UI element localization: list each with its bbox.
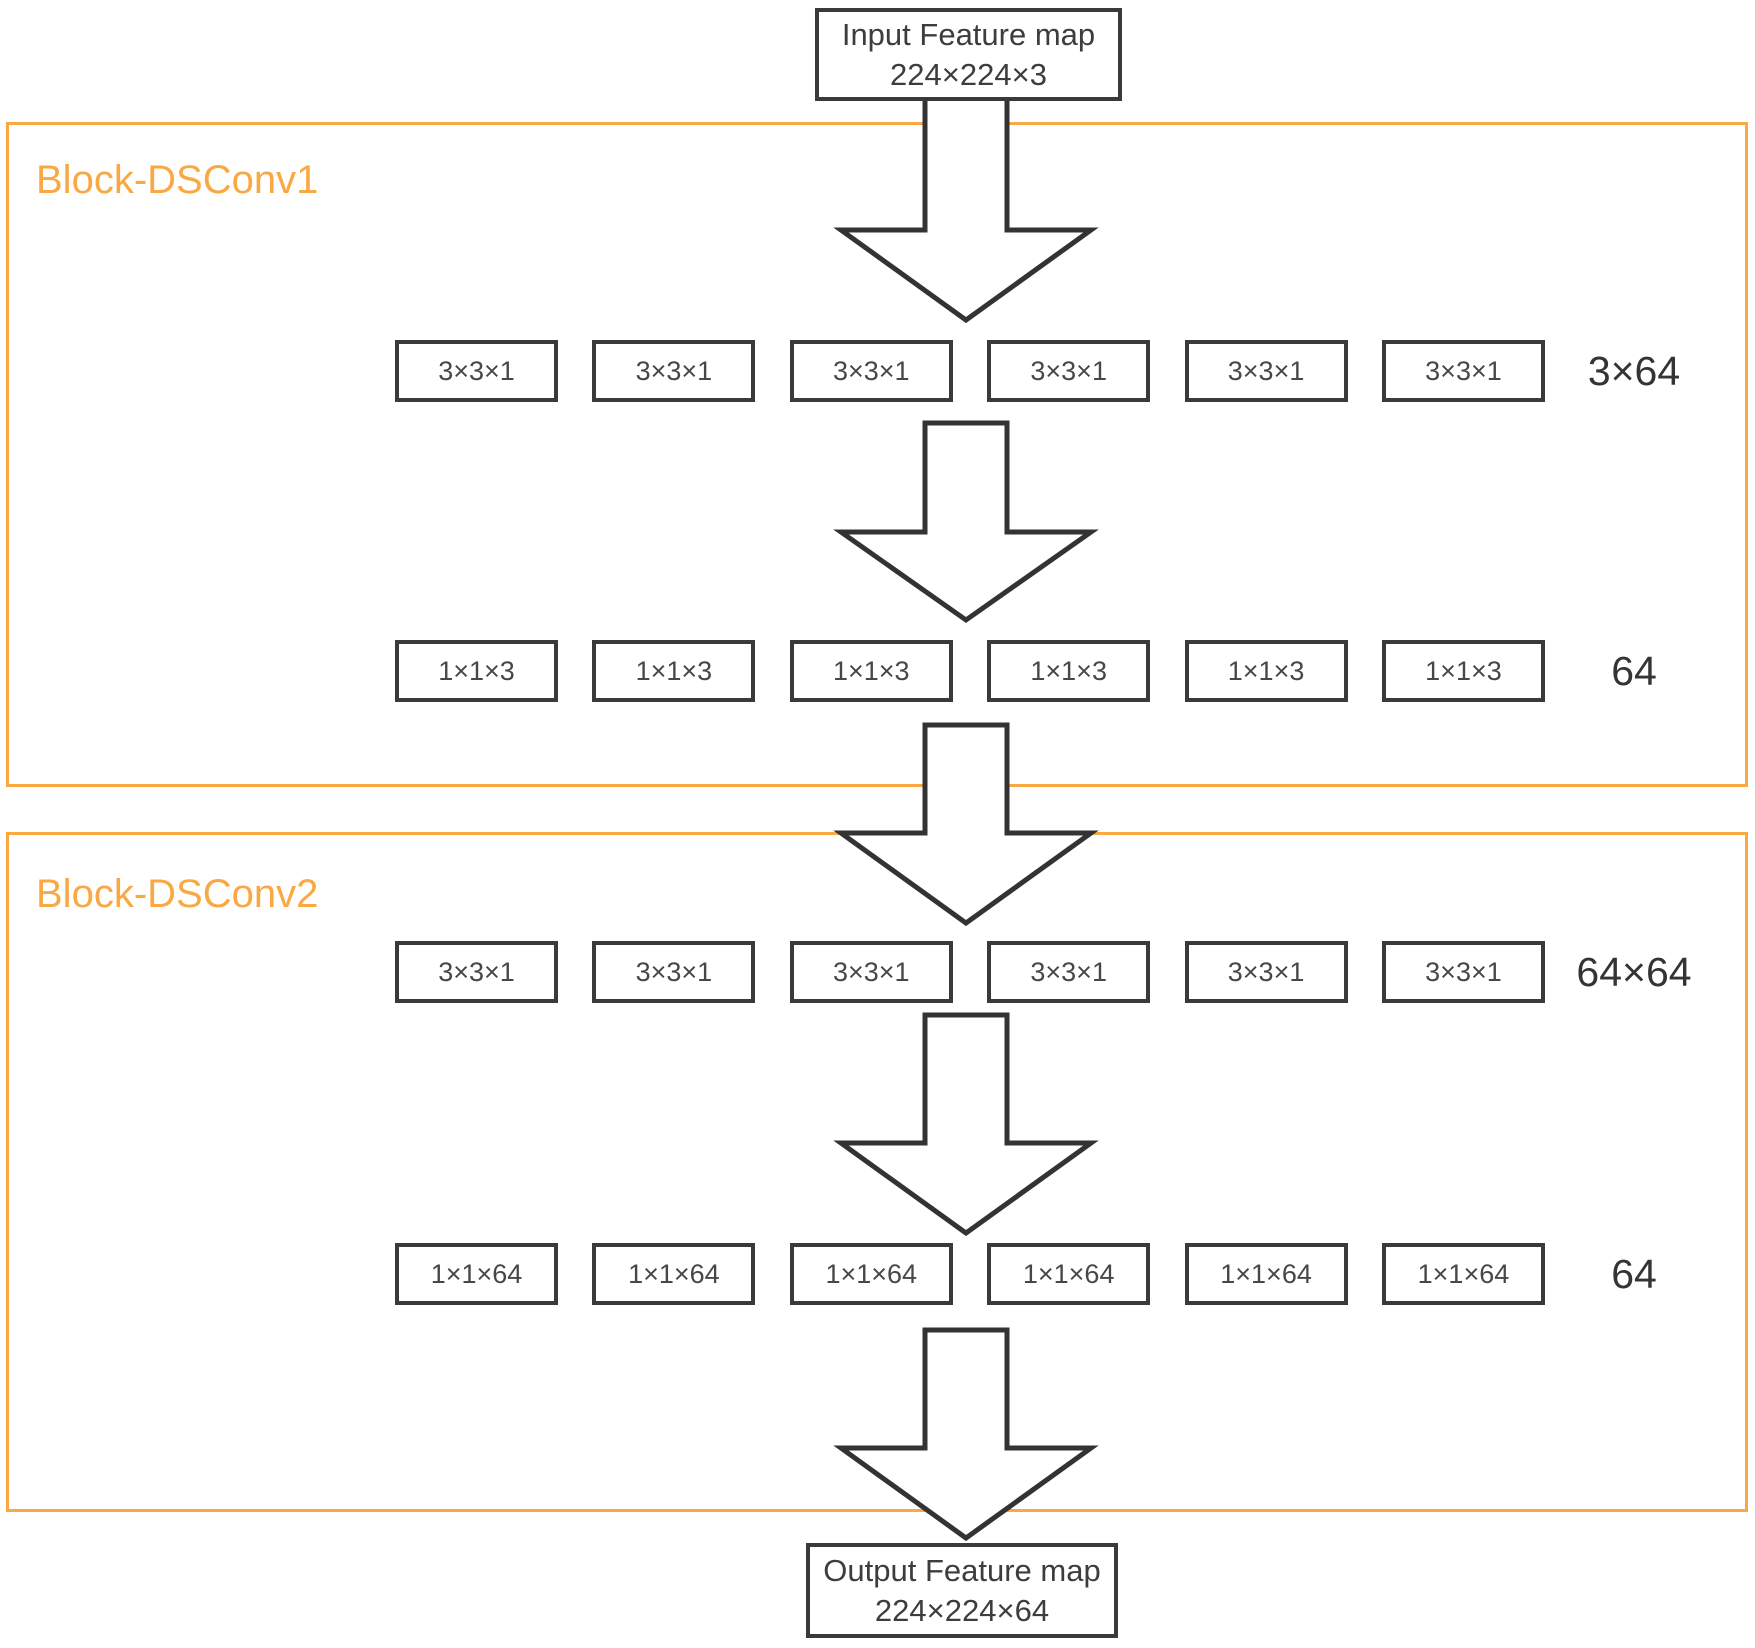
kernel-box: 3×3×1 [1184,941,1348,1003]
kernel-box: 1×1×64 [987,1243,1151,1305]
kernel-box: 3×3×1 [987,941,1151,1003]
kernel-box: 3×3×1 [395,340,558,402]
output-node-shape: 224×224×64 [874,1592,1050,1628]
down-arrow-dw1-to-pw1 [833,420,1099,624]
kernel-box: 1×1×3 [1381,640,1545,702]
input-node-title: Input Feature map [841,16,1096,52]
kernel-box: 3×3×1 [395,941,558,1003]
block2-depthwise-channels-label: 64×64 [1576,948,1692,995]
kernel-box: 3×3×1 [789,941,953,1003]
down-arrow-input-to-dw1 [833,95,1099,324]
block-dsconv1-label: Block-DSConv1 [36,158,319,202]
kernel-box: 3×3×1 [592,340,756,402]
input-node-shape: 224×224×3 [890,56,1047,92]
kernel-box: 3×3×1 [1381,340,1545,402]
down-arrow-block2-to-output [833,1327,1099,1542]
block-dsconv1-container [6,122,1748,787]
kernel-box: 1×1×64 [395,1243,558,1305]
down-arrow-block1-to-block2 [833,722,1099,927]
block2-depthwise-kernel-row: 3×3×1 3×3×1 3×3×1 3×3×1 3×3×1 3×3×1 [395,941,1545,1003]
input-feature-map-node: Input Feature map 224×224×3 [815,8,1122,101]
output-node-title: Output Feature map [823,1552,1101,1588]
block1-depthwise-kernel-row: 3×3×1 3×3×1 3×3×1 3×3×1 3×3×1 3×3×1 [395,340,1545,402]
kernel-box: 3×3×1 [592,941,756,1003]
block2-pointwise-channels-label: 64 [1611,1250,1657,1297]
kernel-box: 1×1×3 [987,640,1151,702]
kernel-box: 1×1×64 [1381,1243,1545,1305]
kernel-box: 1×1×64 [789,1243,953,1305]
kernel-box: 1×1×3 [789,640,953,702]
down-arrow-dw2-to-pw2 [833,1012,1099,1237]
kernel-box: 1×1×64 [1184,1243,1348,1305]
kernel-box: 1×1×64 [592,1243,756,1305]
kernel-box: 1×1×3 [592,640,756,702]
block1-pointwise-kernel-row: 1×1×3 1×1×3 1×1×3 1×1×3 1×1×3 1×1×3 [395,640,1545,702]
output-feature-map-node: Output Feature map 224×224×64 [806,1543,1118,1638]
block-dsconv2-label: Block-DSConv2 [36,872,319,916]
kernel-box: 3×3×1 [1184,340,1348,402]
kernel-box: 3×3×1 [789,340,953,402]
kernel-box: 1×1×3 [1184,640,1348,702]
block1-depthwise-channels-label: 3×64 [1587,347,1681,394]
kernel-box: 1×1×3 [395,640,558,702]
block2-pointwise-kernel-row: 1×1×64 1×1×64 1×1×64 1×1×64 1×1×64 1×1×6… [395,1243,1545,1305]
kernel-box: 3×3×1 [1381,941,1545,1003]
kernel-box: 3×3×1 [987,340,1151,402]
block1-pointwise-channels-label: 64 [1611,647,1657,694]
